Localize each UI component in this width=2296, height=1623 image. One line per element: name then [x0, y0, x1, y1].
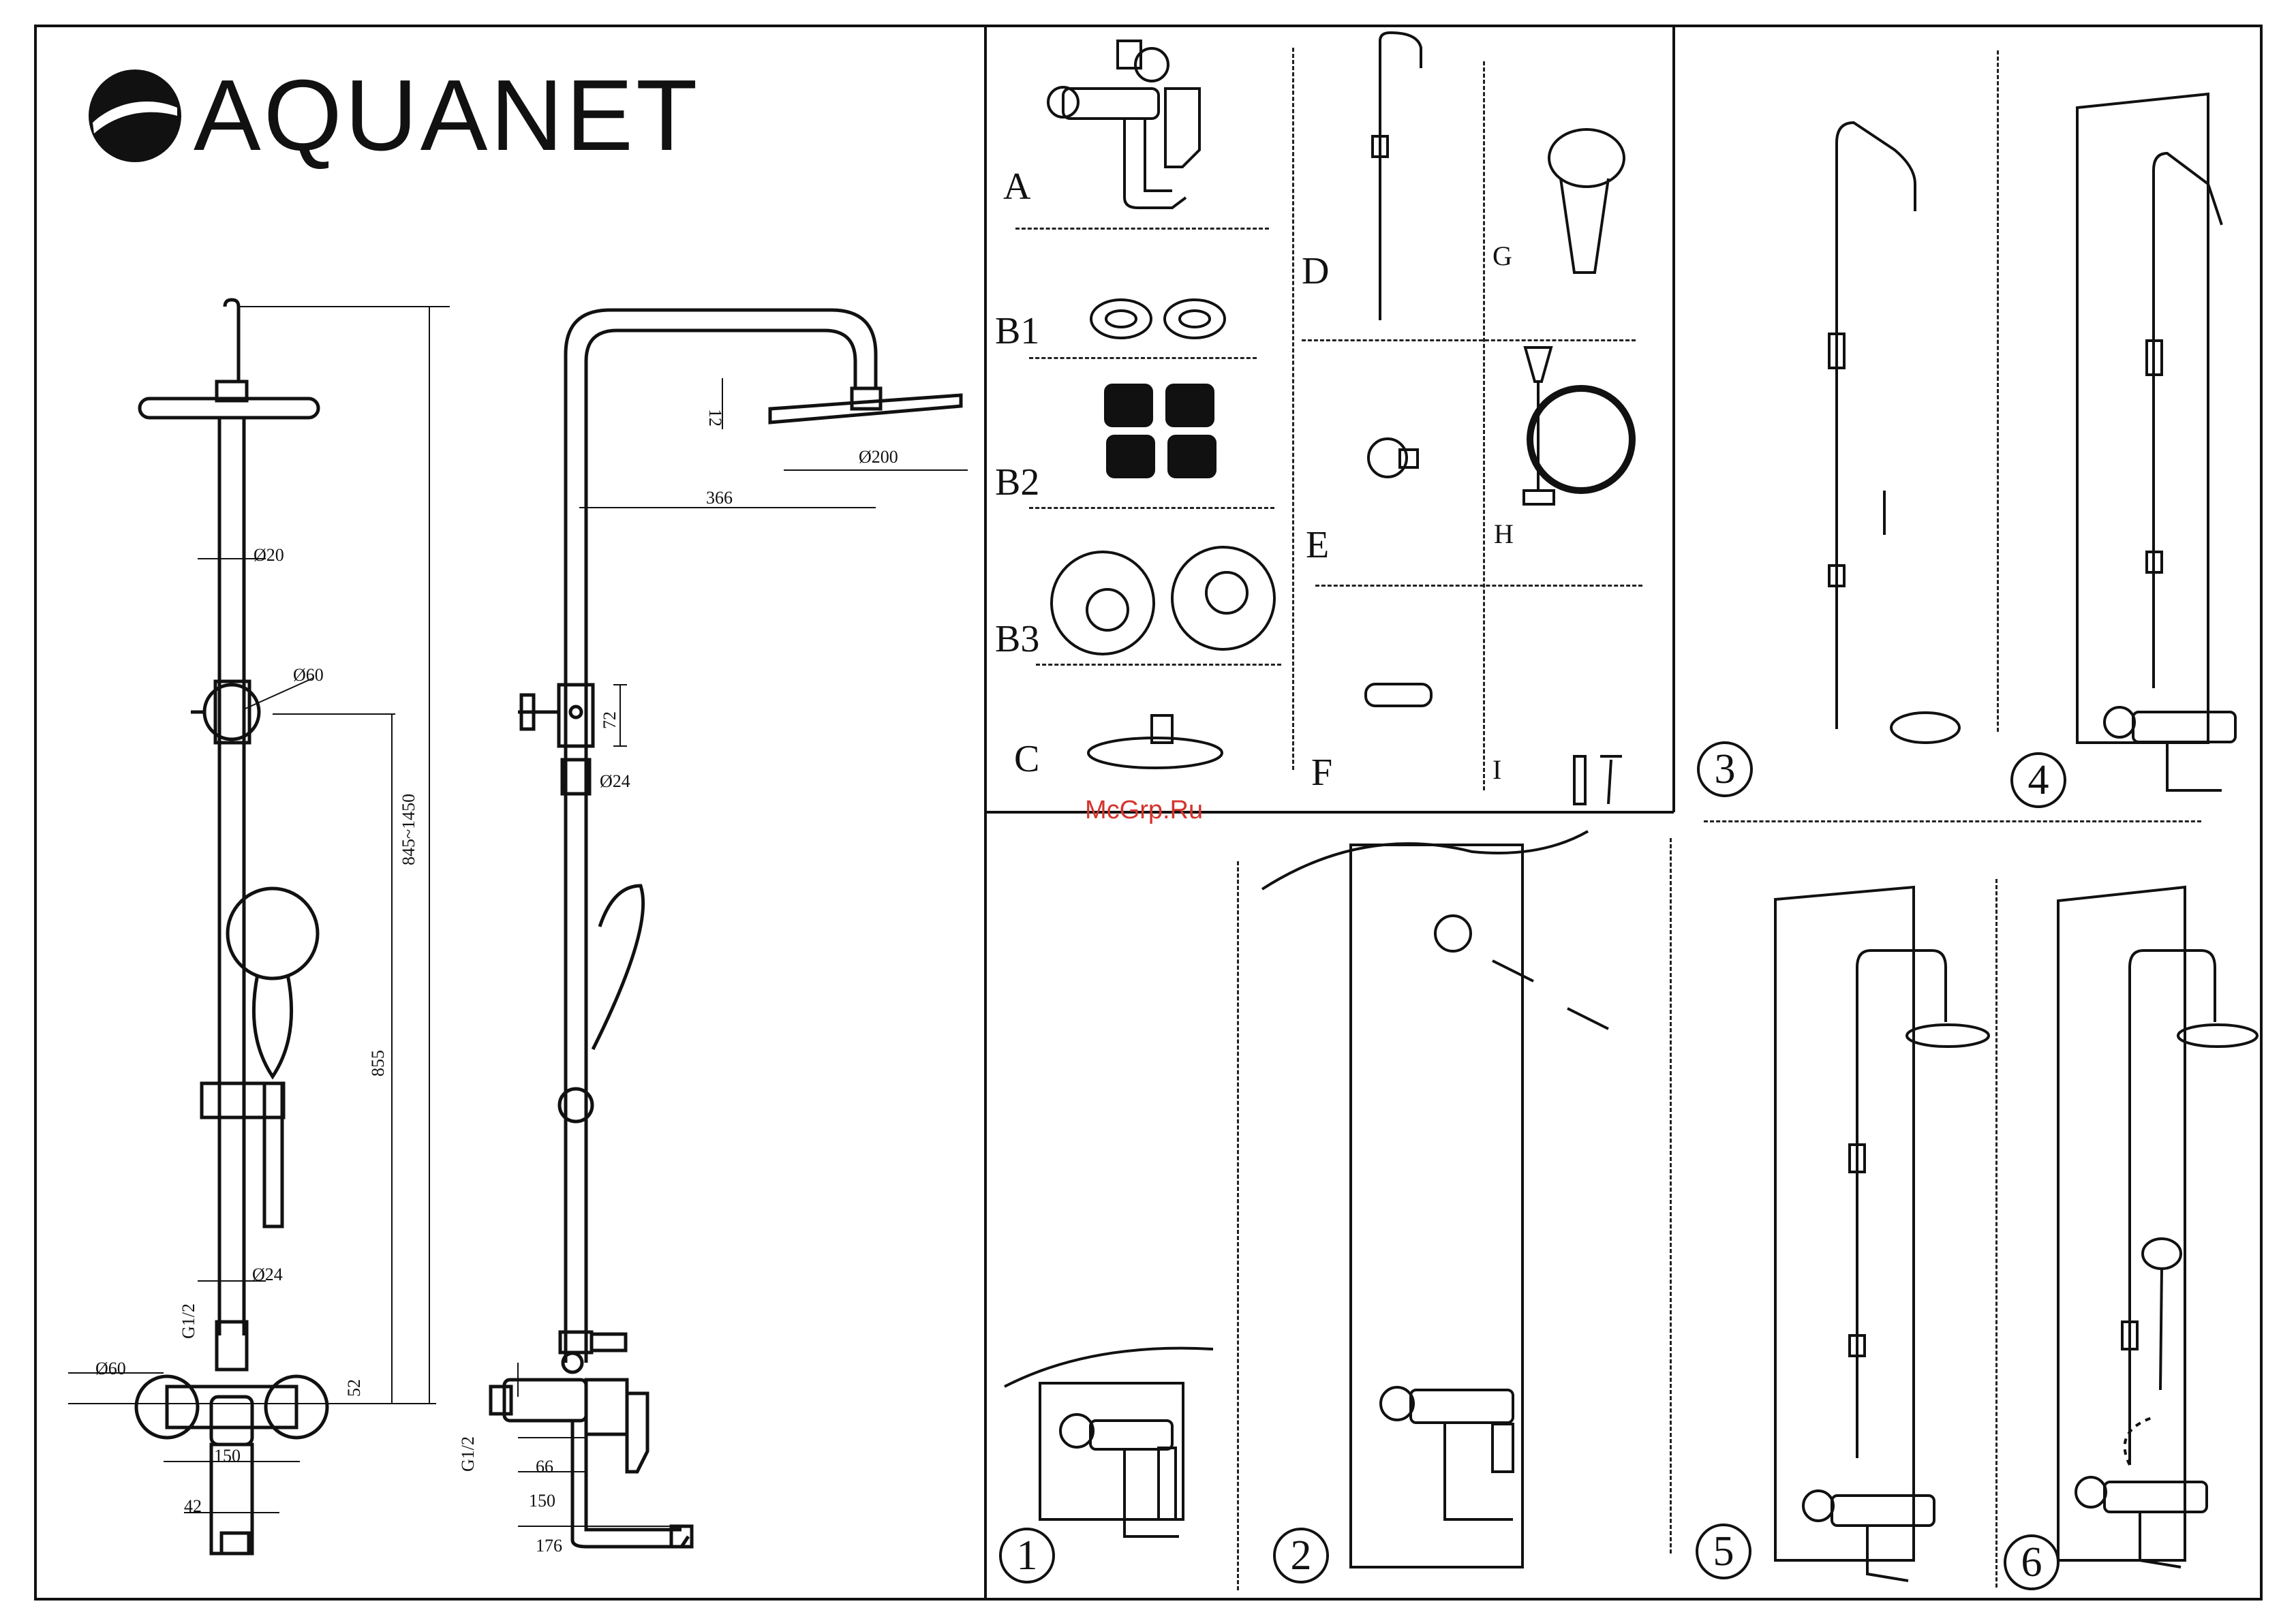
step-5-illustration	[1775, 887, 1989, 1581]
step-4-illustration	[2077, 94, 2235, 790]
step-1-illustration	[1005, 1348, 1213, 1536]
step-2-illustration	[1262, 831, 1608, 1567]
step-3-illustration	[1829, 123, 1959, 743]
step-6-illustration	[2058, 887, 2257, 1567]
